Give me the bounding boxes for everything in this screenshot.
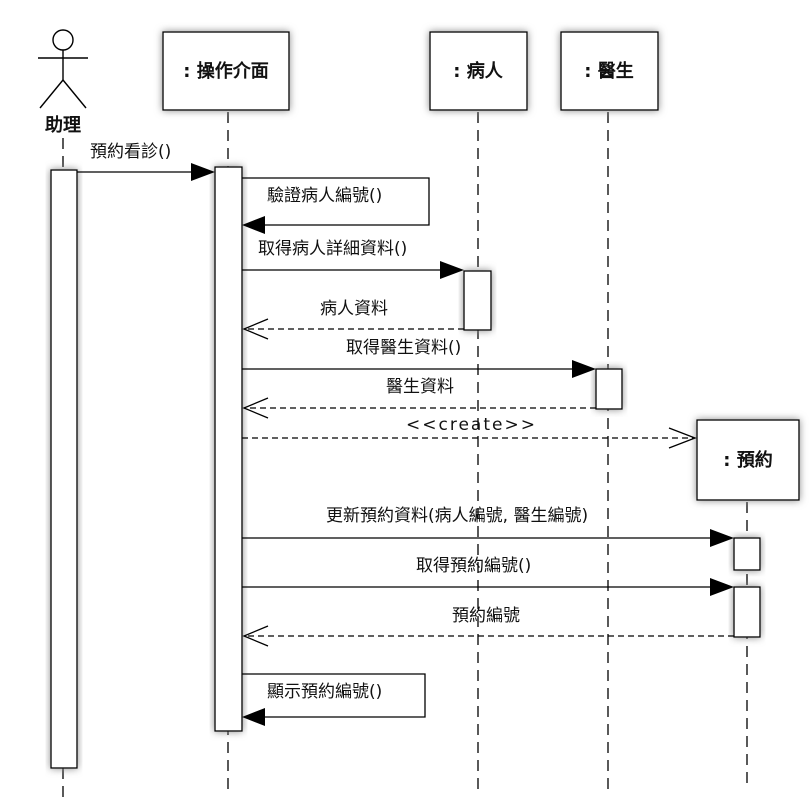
message-label: 取得病人詳細資料(): [258, 239, 407, 259]
message-get-patient-details: 取得病人詳細資料(): [242, 239, 464, 279]
message-label: 病人資料: [320, 299, 388, 319]
message-label: 顯示預約編號(): [267, 682, 382, 702]
lifeline-box-appointment: : 預約: [696, 419, 800, 501]
actor-label: 助理: [45, 114, 81, 136]
ui-activation-bar: [214, 166, 243, 732]
lifeline-box-doctor: : 醫生: [560, 31, 659, 111]
message-label: 醫生資料: [386, 377, 454, 397]
stick-figure-icon: [38, 29, 88, 109]
lifeline-box-patient: : 病人: [429, 31, 528, 111]
lifeline-box-patient-label: : 病人: [453, 60, 503, 82]
doctor-activation-bar: [595, 368, 623, 410]
message-label: 取得預約編號(): [416, 556, 531, 576]
message-show-appointment-number: 顯示預約編號(): [242, 673, 426, 726]
message-get-appointment-number: 取得預約編號(): [242, 556, 734, 596]
message-get-doctor-data: 取得醫生資料(): [242, 338, 596, 378]
return-doctor-data: 醫生資料: [242, 377, 596, 419]
appointment-activation-bar-1: [733, 537, 761, 571]
message-request-appointment: 預約看診(): [77, 142, 215, 181]
message-label: 預約編號: [452, 606, 520, 626]
return-appointment-number: 預約編號: [242, 606, 734, 647]
appointment-activation-bar-2: [733, 586, 761, 638]
actor-activation-bar: [50, 169, 78, 769]
message-create: <<create>>: [242, 415, 697, 449]
return-patient-data: 病人資料: [242, 299, 464, 340]
message-label: 取得醫生資料(): [346, 338, 461, 358]
message-label: 更新預約資料(病人編號, 醫生編號): [326, 506, 588, 526]
lifeline-box-ui-label: : 操作介面: [183, 60, 268, 82]
message-verify-patient: 驗證病人編號(): [242, 177, 430, 234]
lifeline-box-ui: : 操作介面: [162, 31, 290, 111]
message-label: 預約看診(): [90, 142, 171, 162]
message-label: <<create>>: [406, 415, 537, 435]
patient-activation-bar: [463, 270, 492, 331]
lifeline-box-doctor-label: : 醫生: [584, 60, 633, 82]
message-label: 驗證病人編號(): [267, 186, 382, 206]
message-update-appointment: 更新預約資料(病人編號, 醫生編號): [242, 506, 734, 547]
lifeline-box-appointment-label: : 預約: [723, 449, 772, 471]
